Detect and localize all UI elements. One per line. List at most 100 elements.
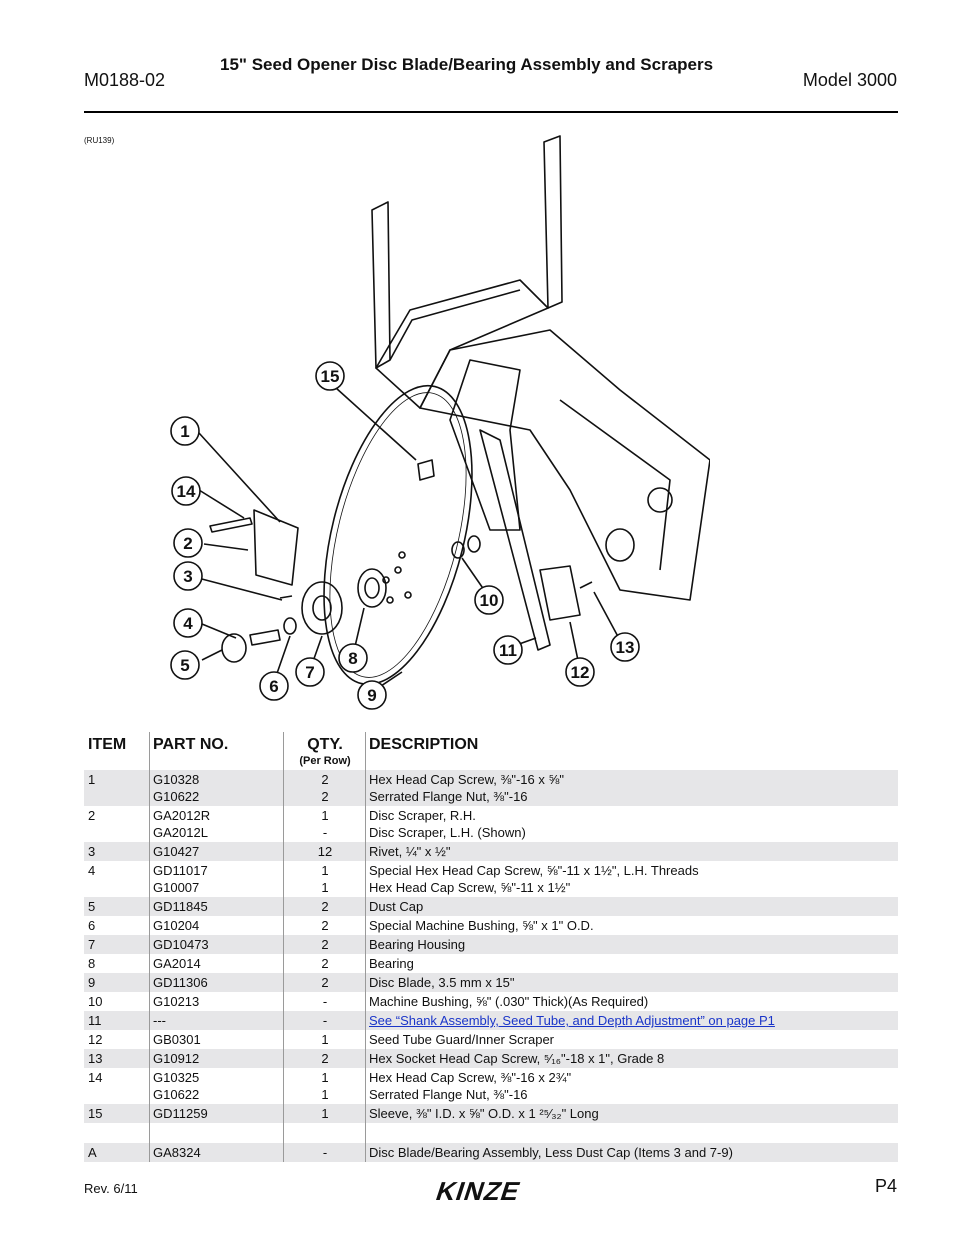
figure-ref: (RU139) [84, 136, 115, 145]
part-number: G10328 [153, 772, 200, 787]
part-number: GD11017 [153, 863, 208, 878]
quantity-cell: - [285, 993, 365, 1010]
quantity: 1 [321, 1087, 329, 1102]
description-cell: Dust Cap [369, 898, 898, 915]
description: Disc Blade/Bearing Assembly, Less Dust C… [369, 1145, 733, 1160]
part-number: GA8324 [153, 1145, 201, 1160]
description-cell: Rivet, ¼" x ½" [369, 843, 898, 860]
part-number: GA2012R [153, 808, 211, 823]
part-number: --- [153, 1013, 166, 1028]
quantity-cell: 2 [285, 898, 365, 915]
item-number: 10 [88, 994, 103, 1009]
description-cell: Special Hex Head Cap Screw, ⅝"-11 x 1½",… [369, 862, 898, 896]
parts-table: ITEM PART NO. QTY. (Per Row) DESCRIPTION… [84, 732, 898, 1162]
callout-8: 8 [348, 649, 357, 668]
callout-labels: 1 2 3 4 5 6 7 8 9 10 11 12 13 14 15 [170, 361, 640, 710]
callout-13: 13 [616, 638, 635, 657]
model-label: Model 3000 [802, 70, 897, 90]
item-number: 8 [88, 956, 96, 971]
description-cell: Seed Tube Guard/Inner Scraper [369, 1031, 898, 1048]
table-row: 8 GA2014 2 Bearing [84, 954, 898, 973]
quantity: 2 [321, 956, 329, 971]
part-number-cell: GA8324 [153, 1144, 201, 1161]
part-number-cell: G10204 [153, 917, 199, 934]
description: Hex Head Cap Screw, ⅝"-11 x 1½" [369, 880, 571, 895]
quantity-cell: 2 [285, 955, 365, 972]
quantity: 1 [321, 1070, 329, 1085]
page-number: P4 [874, 1176, 897, 1196]
part-number-cell: GD11259 [153, 1105, 208, 1122]
description-cell: Bearing [369, 955, 898, 972]
description: Machine Bushing, ⅝" (.030" Thick)(As Req… [369, 994, 649, 1009]
description: Rivet, ¼" x ½" [369, 844, 451, 859]
item-number: 11 [88, 1013, 102, 1028]
quantity: - [322, 994, 328, 1009]
exploded-parts-diagram: 1 2 3 4 5 6 7 8 9 10 11 12 13 14 15 [170, 135, 710, 710]
part-number: GD11259 [153, 1106, 208, 1121]
description-cell: Hex Head Cap Screw, ⅜"-16 x 2¾" Serrated … [369, 1069, 898, 1103]
part-number-cell: --- [153, 1012, 166, 1029]
part-number-cell: GA2014 [153, 955, 201, 972]
table-row: 12 GB0301 1 Seed Tube Guard/Inner Scraper [84, 1030, 898, 1049]
item-number: 7 [88, 937, 96, 952]
doc-id: M0188-02 [84, 70, 166, 90]
callout-5: 5 [180, 656, 189, 675]
item-number: 14 [88, 1070, 103, 1085]
quantity: 1 [321, 880, 329, 895]
callout-7: 7 [305, 663, 314, 682]
description-cell: See “Shank Assembly, Seed Tube, and Dept… [369, 1012, 898, 1029]
callout-9: 9 [367, 686, 376, 705]
table-row: 11----See “Shank Assembly, Seed Tube, an… [84, 1011, 898, 1030]
part-number-cell: GD10473 [153, 936, 209, 953]
description: Disc Scraper, R.H. [369, 808, 476, 823]
callout-15: 15 [321, 367, 340, 386]
quantity: 12 [317, 844, 333, 859]
description: Hex Head Cap Screw, ⅜"-16 x ⅝" [369, 772, 564, 787]
description: Serrated Flange Nut, ⅜"-16 [369, 1087, 528, 1102]
description-cell: Disc Blade, 3.5 mm x 15" [369, 974, 898, 991]
callout-6: 6 [269, 677, 278, 696]
description: Seed Tube Guard/Inner Scraper [369, 1032, 555, 1047]
description: Hex Head Cap Screw, ⅜"-16 x 2¾" [369, 1070, 572, 1085]
quantity: - [322, 1145, 328, 1160]
part-number: G10622 [153, 1087, 200, 1102]
callout-2: 2 [183, 534, 192, 553]
part-number: G10622 [153, 789, 200, 804]
part-number: GB0301 [153, 1032, 201, 1047]
callout-1: 1 [180, 422, 189, 441]
header-rule [84, 111, 898, 113]
description-cell: Special Machine Bushing, ⅝" x 1" O.D. [369, 917, 898, 934]
item-number: 15 [88, 1106, 103, 1121]
page-title: 15" Seed Opener Disc Blade/Bearing Assem… [220, 55, 714, 74]
part-number: GD10473 [153, 937, 209, 952]
part-number-cell: GB0301 [153, 1031, 201, 1048]
column-divider [149, 732, 150, 1162]
item-number: 4 [88, 863, 96, 878]
quantity-cell: 1 [285, 1031, 365, 1048]
quantity: - [322, 1013, 328, 1028]
part-number: G10007 [153, 880, 200, 895]
description-cell: Disc Blade/Bearing Assembly, Less Dust C… [369, 1144, 898, 1161]
description: Bearing Housing [369, 937, 466, 952]
kinze-logo: KINZE [432, 1177, 524, 1206]
quantity: 2 [321, 1051, 329, 1066]
quantity-cell: 2 [285, 1050, 365, 1067]
item-number: 12 [88, 1032, 103, 1047]
quantity-cell: 1 [285, 1105, 365, 1122]
quantity-cell: 1- [285, 807, 365, 841]
quantity: - [322, 825, 328, 840]
cross-reference-link[interactable]: See “Shank Assembly, Seed Tube, and Dept… [369, 1013, 775, 1028]
item-number: 9 [88, 975, 96, 990]
blank-row [84, 1123, 898, 1143]
quantity: 2 [321, 975, 329, 990]
item-number: 13 [88, 1051, 103, 1066]
